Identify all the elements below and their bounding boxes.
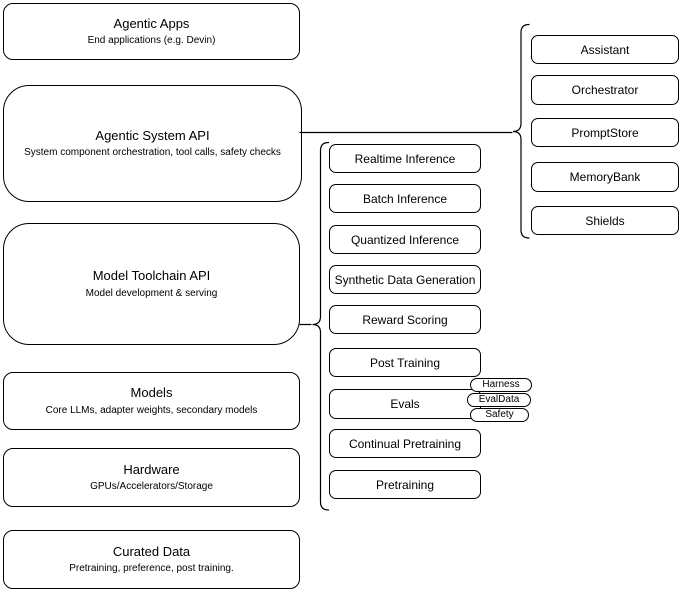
box-batch-inference: Batch Inference bbox=[329, 184, 481, 213]
toolchain-brace bbox=[312, 141, 330, 511]
box-realtime-inference: Realtime Inference bbox=[329, 144, 481, 173]
box-subtitle: Model development & serving bbox=[85, 287, 218, 299]
box-title: Models bbox=[130, 385, 173, 401]
box-assistant: Assistant bbox=[531, 35, 679, 64]
box-title: Hardware bbox=[123, 461, 180, 477]
box-subtitle: Core LLMs, adapter weights, secondary mo… bbox=[45, 404, 258, 416]
box-pretraining: Pretraining bbox=[329, 470, 481, 499]
box-title: Model Toolchain API bbox=[92, 268, 211, 284]
tag-harness: Harness bbox=[470, 378, 532, 392]
box-hardware: Hardware GPUs/Accelerators/Storage bbox=[3, 448, 300, 507]
box-agentic-system-api: Agentic System API System component orch… bbox=[3, 85, 302, 202]
box-evals: Evals bbox=[329, 389, 481, 419]
box-shields: Shields bbox=[531, 206, 679, 235]
box-reward-scoring: Reward Scoring bbox=[329, 305, 481, 334]
box-model-toolchain-api: Model Toolchain API Model development & … bbox=[3, 223, 300, 345]
box-subtitle: End applications (e.g. Devin) bbox=[87, 35, 216, 47]
box-agentic-apps: Agentic Apps End applications (e.g. Devi… bbox=[3, 3, 300, 60]
tag-evaldata: EvalData bbox=[467, 393, 531, 407]
box-memorybank: MemoryBank bbox=[531, 162, 679, 192]
box-orchestrator: Orchestrator bbox=[531, 75, 679, 105]
box-title: Agentic Apps bbox=[113, 15, 190, 31]
box-continual-pretraining: Continual Pretraining bbox=[329, 429, 481, 458]
box-subtitle: GPUs/Accelerators/Storage bbox=[90, 481, 213, 493]
box-quantized-inference: Quantized Inference bbox=[329, 225, 481, 254]
box-title: Curated Data bbox=[112, 543, 191, 559]
tag-safety: Safety bbox=[470, 408, 529, 422]
box-post-training: Post Training bbox=[329, 348, 481, 377]
agentic-brace bbox=[512, 23, 530, 239]
box-synthetic-data-generation: Synthetic Data Generation bbox=[329, 265, 481, 294]
box-subtitle: System component orchestration, tool cal… bbox=[24, 147, 281, 159]
box-models: Models Core LLMs, adapter weights, secon… bbox=[3, 372, 300, 430]
box-title: Agentic System API bbox=[95, 127, 210, 143]
box-promptstore: PromptStore bbox=[531, 118, 679, 147]
box-curated-data: Curated Data Pretraining, preference, po… bbox=[3, 530, 300, 589]
box-subtitle: Pretraining, preference, post training. bbox=[69, 563, 234, 575]
